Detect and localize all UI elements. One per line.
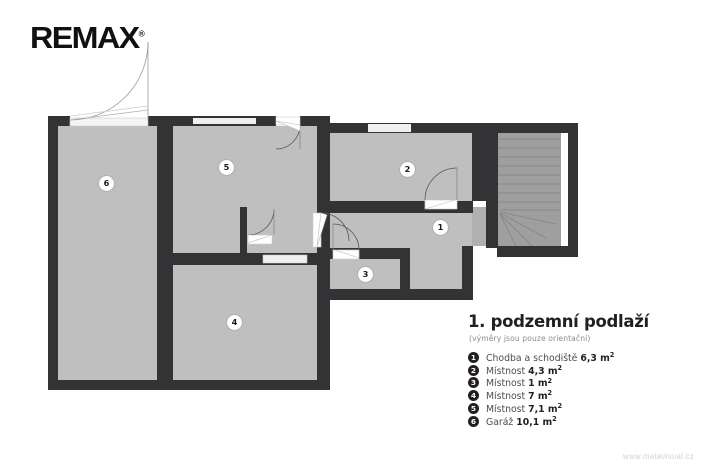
floor-garage xyxy=(58,126,157,380)
legend-badge-3: 3 xyxy=(468,377,479,389)
legend-item: 1 Chodba a schodiště 6,3 m2 xyxy=(468,351,693,364)
legend-item: 4 Místnost 7 m2 xyxy=(468,389,693,402)
door-room2 xyxy=(424,167,458,210)
door-room5-east xyxy=(247,208,275,245)
legend-label-3: Místnost 1 m2 xyxy=(486,376,553,390)
floor-staircase xyxy=(497,130,561,246)
legend-subtitle: (výměry jsou pouze orientační) xyxy=(469,333,591,343)
window-room4 xyxy=(262,254,308,264)
legend-label-6: Garáž 10,1 m2 xyxy=(486,414,557,428)
watermark: www.metavisual.cz xyxy=(623,452,694,461)
room-marker-2: 2 xyxy=(400,162,415,177)
staircase-treads xyxy=(498,138,560,247)
walls xyxy=(48,116,578,390)
legend-badge-6: 6 xyxy=(468,415,479,427)
legend-item: 3 Místnost 1 m2 xyxy=(468,376,693,390)
legend-panel: 1. podzemní podlaží (výměry jsou pouze o… xyxy=(468,312,693,428)
room-marker-6: 6 xyxy=(99,176,114,191)
remax-logo: REMAX® xyxy=(30,22,145,53)
legend-label-4: Místnost 7 m2 xyxy=(486,389,553,403)
floor-room-4 xyxy=(173,265,317,380)
door-room3 xyxy=(332,223,360,260)
room-marker-4: 4 xyxy=(227,315,242,330)
legend-item: 5 Místnost 7,1 m2 xyxy=(468,402,693,415)
legend-label-1: Chodba a schodiště 6,3 m2 xyxy=(486,350,615,364)
legend-badge-1: 1 xyxy=(468,351,479,363)
door-room5-top xyxy=(275,116,301,150)
legend-badge-4: 4 xyxy=(468,390,479,402)
trademark-symbol: ® xyxy=(138,29,145,39)
legend-label-2: Místnost 4,3 m2 xyxy=(486,363,563,377)
remax-wordmark: REMAX xyxy=(30,20,140,55)
doors xyxy=(247,116,458,264)
room-marker-3: 3 xyxy=(358,267,373,282)
garage-door xyxy=(69,41,149,127)
room-marker-5: 5 xyxy=(219,160,234,175)
legend-title: 1. podzemní podlaží xyxy=(468,312,649,331)
legend-item: 2 Místnost 4,3 m2 xyxy=(468,364,693,377)
legend-list: 1 Chodba a schodiště 6,3 m2 2 Místnost 4… xyxy=(468,351,693,428)
room-marker-1: 1 xyxy=(433,220,448,235)
legend-item: 6 Garáž 10,1 m2 xyxy=(468,415,693,428)
legend-label-5: Místnost 7,1 m2 xyxy=(486,402,563,416)
legend-badge-5: 5 xyxy=(468,403,479,415)
door-center-pair xyxy=(312,212,350,248)
legend-badge-2: 2 xyxy=(468,364,479,376)
